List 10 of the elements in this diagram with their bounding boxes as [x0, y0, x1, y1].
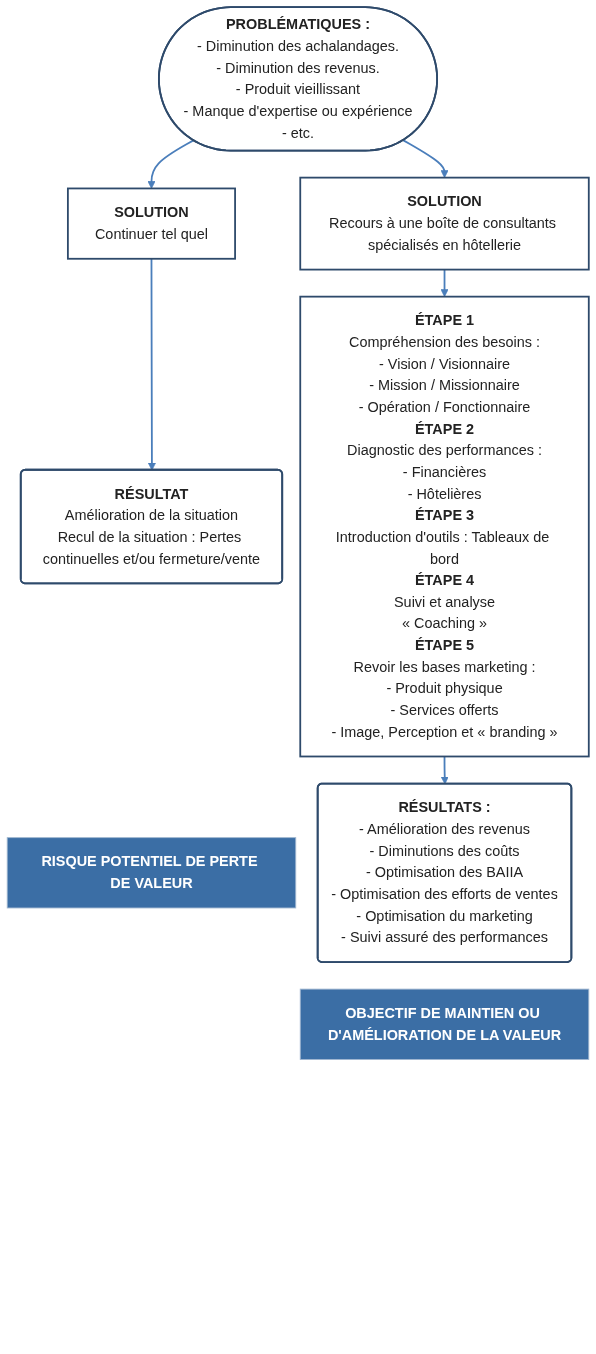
node-box: OBJECTIF DE MAINTIEN OU D'AMÉLIORATION DE LA VALEUR [299, 988, 590, 1060]
node-box: SOLUTION Recours à une boîte de consultants spécialisés en hôtellerie [299, 176, 590, 271]
arrow [440, 268, 449, 297]
node-box: ÉTAPE 1 Compréhension des besoins : - Vision / Visionnaire - Mission / Missionnaire - Opération / Fonctionnaire ÉTAPE 2 Diagnostic des performances : - Financières - Hôtelières ÉTAPE 3 Introduction d'outils : Tableaux de bord ÉTAPE 4 Suivi et analyse « Coaching » ÉTAPE 5 Revoir les bases marketing : - Produit physique - Services offerts - Image, Perception et « branding » [299, 295, 590, 758]
node-box: SOLUTION Continuer tel quel [67, 187, 236, 260]
arrow [440, 755, 449, 785]
arrow [402, 139, 449, 178]
arrow [147, 139, 195, 189]
arrow [147, 257, 156, 471]
node-box: RISQUE POTENTIEL DE PERTE DE VALEUR [6, 837, 297, 909]
